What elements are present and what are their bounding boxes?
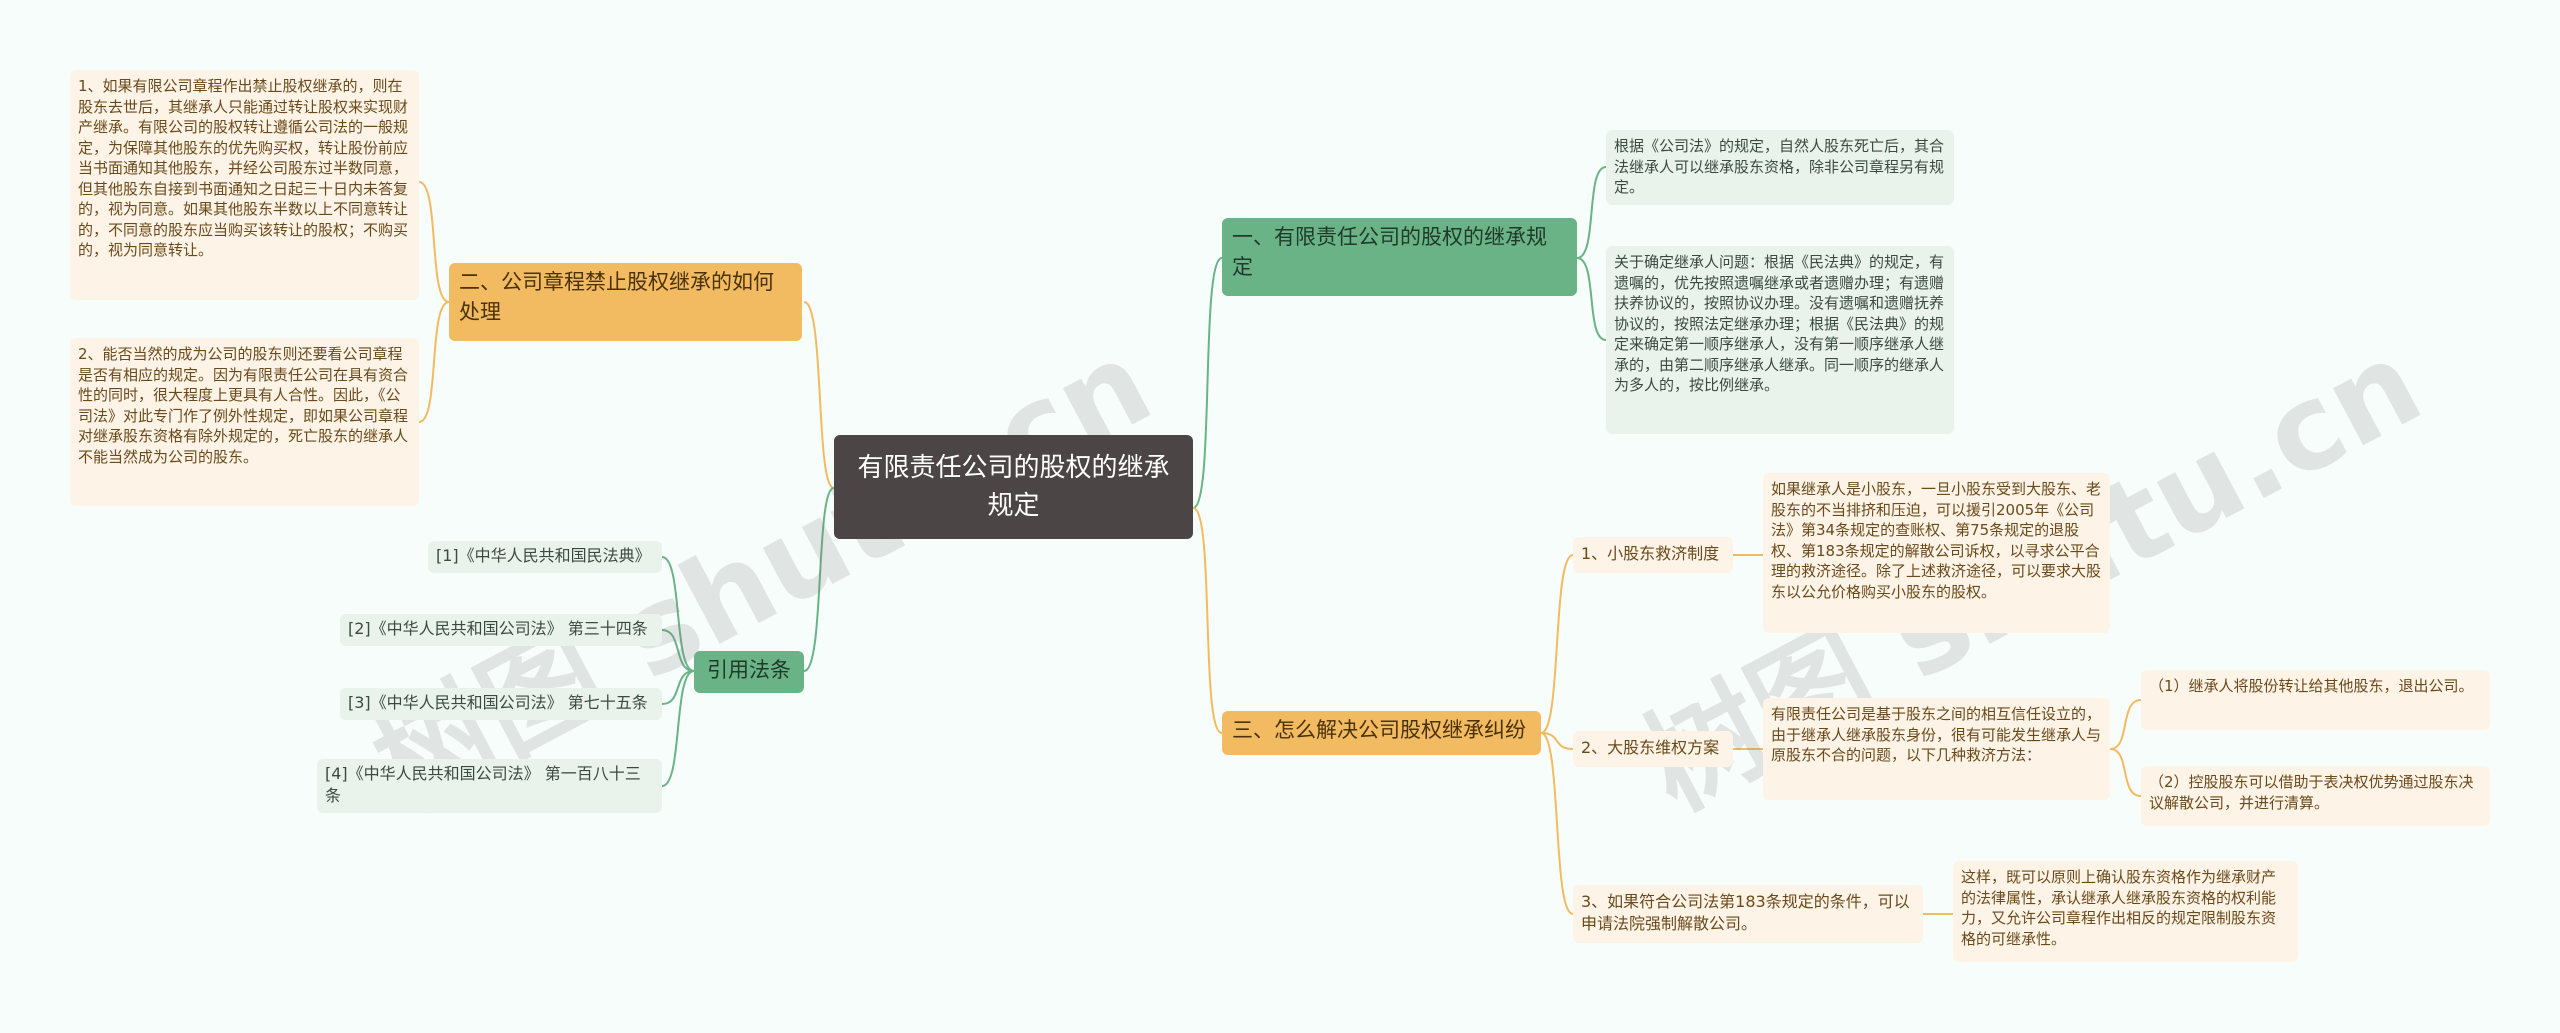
law-ref-3[interactable]: [3]《中华人民共和国公司法》 第七十五条 bbox=[340, 688, 662, 720]
inheritance-item-2[interactable]: 关于确定继承人问题：根据《民法典》的规定，有遗嘱的，优先按照遗嘱继承或者遗赠办理… bbox=[1606, 246, 1954, 434]
root-topic[interactable]: 有限责任公司的股权的继承规定 bbox=[834, 435, 1193, 539]
sub-minority-remedy[interactable]: 1、小股东救济制度 bbox=[1573, 537, 1733, 573]
articles-item-1[interactable]: 1、如果有限公司章程作出禁止股权继承的，则在股东去世后，其继承人只能通过转让股权… bbox=[70, 70, 419, 300]
law-ref-1[interactable]: [1]《中华人民共和国民法典》 bbox=[428, 541, 662, 573]
minority-remedy-detail[interactable]: 如果继承人是小股东，一旦小股东受到大股东、老股东的不当排挤和压迫，可以援引200… bbox=[1763, 473, 2110, 633]
majority-option-2[interactable]: （2）控股股东可以借助于表决权优势通过股东决议解散公司，并进行清算。 bbox=[2141, 766, 2490, 826]
sub-court-dissolution[interactable]: 3、如果符合公司法第183条规定的条件，可以申请法院强制解散公司。 bbox=[1573, 885, 1923, 943]
branch-cited-laws[interactable]: 引用法条 bbox=[694, 651, 804, 693]
branch-articles-of-association[interactable]: 二、公司章程禁止股权继承的如何处理 bbox=[449, 263, 802, 341]
branch-inheritance-rules[interactable]: 一、有限责任公司的股权的继承规定 bbox=[1222, 218, 1577, 296]
sub-majority-plan[interactable]: 2、大股东维权方案 bbox=[1573, 731, 1733, 767]
court-dissolution-detail[interactable]: 这样，既可以原则上确认股东资格作为继承财产的法律属性，承认继承人继承股东资格的权… bbox=[1953, 861, 2298, 962]
articles-item-2[interactable]: 2、能否当然的成为公司的股东则还要看公司章程是否有相应的规定。因为有限责任公司在… bbox=[70, 338, 419, 506]
majority-option-1[interactable]: （1）继承人将股份转让给其他股东，退出公司。 bbox=[2141, 670, 2490, 730]
branch-dispute-resolution[interactable]: 三、怎么解决公司股权继承纠纷 bbox=[1222, 711, 1541, 755]
law-ref-2[interactable]: [2]《中华人民共和国公司法》 第三十四条 bbox=[340, 614, 662, 646]
inheritance-item-1[interactable]: 根据《公司法》的规定，自然人股东死亡后，其合法继承人可以继承股东资格，除非公司章… bbox=[1606, 130, 1954, 205]
law-ref-4[interactable]: [4]《中华人民共和国公司法》 第一百八十三条 bbox=[317, 759, 662, 813]
majority-plan-detail[interactable]: 有限责任公司是基于股东之间的相互信任设立的，由于继承人继承股东身份，很有可能发生… bbox=[1763, 698, 2110, 800]
